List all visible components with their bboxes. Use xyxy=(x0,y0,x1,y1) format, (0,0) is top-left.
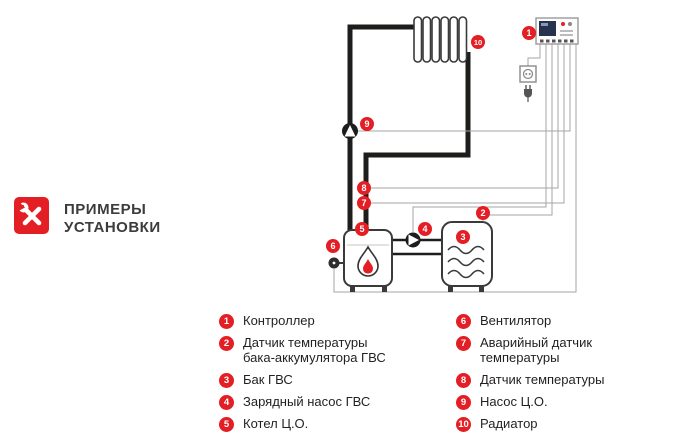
svg-text:1: 1 xyxy=(526,28,531,38)
legend-label-boiler: Котел Ц.О. xyxy=(243,415,309,431)
legend-item-radiator: 10 Радиатор xyxy=(456,416,656,432)
pump-co xyxy=(342,123,358,139)
badge-4: 4 xyxy=(418,222,432,236)
legend-badge-9: 9 xyxy=(456,394,471,410)
legend-column-right: 6 Вентилятор 7 Аварийный датчик температ… xyxy=(456,313,656,438)
page-title: ПРИМЕРЫ УСТАНОВКИ xyxy=(64,201,161,238)
badge-1: 1 xyxy=(522,26,536,40)
badge-2: 2 xyxy=(476,206,490,220)
legend-item-emergency-sensor: 7 Аварийный датчик температуры xyxy=(456,335,656,366)
legend-label-co-pump: Насос Ц.О. xyxy=(480,393,548,409)
legend-badge-7: 7 xyxy=(456,336,471,351)
title-line-1: ПРИМЕРЫ xyxy=(64,201,147,218)
svg-text:7: 7 xyxy=(361,198,366,208)
svg-text:5: 5 xyxy=(359,224,364,234)
tools-icon-svg xyxy=(14,197,49,234)
svg-text:6: 6 xyxy=(330,241,335,251)
legend-label-dhw-pump: Зарядный насос ГВС xyxy=(243,393,371,409)
legend-badge-2: 2 xyxy=(219,336,234,351)
legend-badge-6: 6 xyxy=(456,314,471,329)
fan xyxy=(328,257,345,269)
legend-badge-10: 10 xyxy=(456,416,471,432)
legend-label-controller: Контроллер xyxy=(243,313,315,328)
svg-text:9: 9 xyxy=(364,119,369,129)
badge-10: 10 xyxy=(471,35,485,49)
legend-label-temp-sensor: Датчик температуры xyxy=(480,371,605,387)
svg-text:3: 3 xyxy=(460,232,465,242)
badge-6: 6 xyxy=(326,239,340,253)
controller-wires xyxy=(333,44,577,293)
legend-badge-3: 3 xyxy=(219,372,234,388)
badge-3: 3 xyxy=(456,230,470,244)
badge-7: 7 xyxy=(357,196,371,210)
boiler xyxy=(343,229,393,292)
legend-label-emergency-sensor: Аварийный датчик температуры xyxy=(480,335,593,366)
badge-5: 5 xyxy=(355,222,369,236)
controller xyxy=(535,17,579,45)
legend-label-dhw-tank-sensor: Датчик температуры бака-аккумулятора ГВС xyxy=(243,335,386,366)
legend-badge-4: 4 xyxy=(219,394,234,410)
legend-badge-8: 8 xyxy=(456,372,471,388)
legend-column-left: 1 Контроллер 2 Датчик температуры бака-а… xyxy=(219,313,439,438)
svg-text:10: 10 xyxy=(474,38,482,47)
svg-text:2: 2 xyxy=(480,208,485,218)
svg-text:8: 8 xyxy=(361,183,366,193)
badge-8: 8 xyxy=(357,181,371,195)
svg-text:4: 4 xyxy=(422,224,427,234)
pump-dhw xyxy=(405,232,421,248)
legend-label-radiator: Радиатор xyxy=(480,415,538,431)
legend-item-dhw-pump: 4 Зарядный насос ГВС xyxy=(219,394,439,410)
dhw-tank xyxy=(441,221,493,292)
legend-badge-1: 1 xyxy=(219,314,234,329)
radiator xyxy=(413,16,468,63)
title-line-2: УСТАНОВКИ xyxy=(64,219,161,237)
diagram-badges: 1 2 3 4 5 6 7 8 xyxy=(326,26,536,253)
badge-9: 9 xyxy=(360,117,374,131)
legend-item-boiler: 5 Котел Ц.О. xyxy=(219,416,439,432)
power-outlet xyxy=(519,65,537,102)
legend-item-temp-sensor: 8 Датчик температуры xyxy=(456,372,656,388)
legend-item-co-pump: 9 Насос Ц.О. xyxy=(456,394,656,410)
legend-item-dhw-tank-sensor: 2 Датчик температуры бака-аккумулятора Г… xyxy=(219,335,439,366)
legend-item-dhw-tank: 3 Бак ГВС xyxy=(219,372,439,388)
legend-badge-5: 5 xyxy=(219,416,234,432)
legend-item-fan: 6 Вентилятор xyxy=(456,313,656,329)
tools-icon xyxy=(14,197,49,234)
legend-label-dhw-tank: Бак ГВС xyxy=(243,371,293,387)
legend-item-controller: 1 Контроллер xyxy=(219,313,439,329)
legend-label-fan: Вентилятор xyxy=(480,313,552,328)
